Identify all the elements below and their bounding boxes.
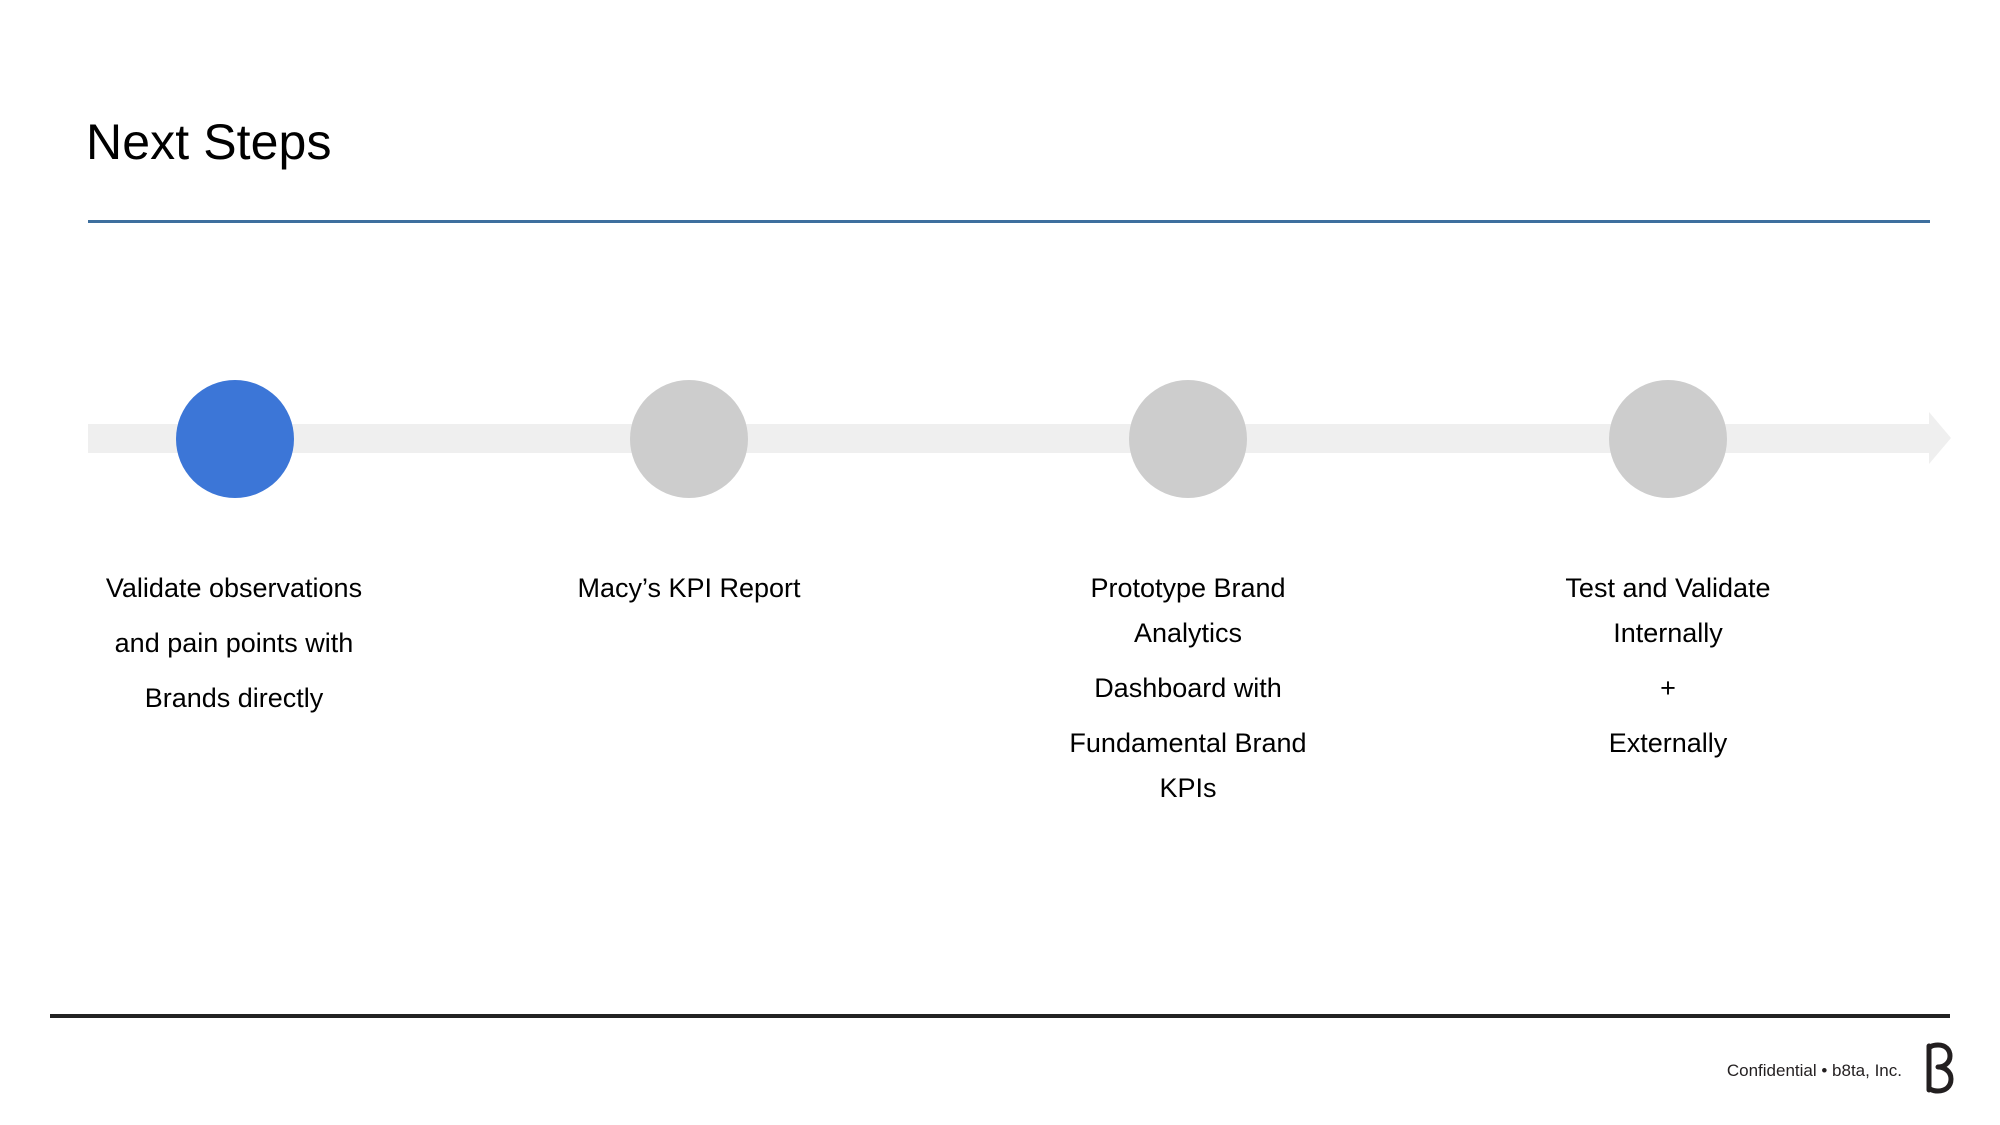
b8ta-logo-icon: [1916, 1042, 1962, 1094]
confidentiality-notice: Confidential • b8ta, Inc.: [1726, 1061, 1902, 1080]
footer-divider: [50, 1014, 1950, 1018]
title-divider: [88, 220, 1930, 223]
timeline-node-2[interactable]: [630, 380, 748, 498]
timeline-node-4[interactable]: [1609, 380, 1727, 498]
timeline-arrow-head-icon: [1929, 412, 1951, 464]
step-3-line-1: Prototype Brand: [1090, 573, 1286, 603]
step-1-line-2: and pain points with: [114, 628, 354, 658]
timeline-step-label-1: Validate observations and pain points wi…: [55, 566, 413, 721]
step-4-line-4: Externally: [1608, 728, 1728, 758]
step-4-line-2: Internally: [1613, 618, 1723, 648]
step-4-line-3: +: [1660, 673, 1676, 703]
timeline-node-3[interactable]: [1129, 380, 1247, 498]
step-1-line-1: Validate observations: [105, 573, 363, 603]
timeline-track: [88, 424, 1930, 453]
step-3-line-5: KPIs: [1159, 773, 1217, 803]
step-3-line-3: Dashboard with: [1094, 673, 1282, 703]
step-3-line-4: Fundamental Brand: [1069, 728, 1307, 758]
timeline-step-label-4: Test and Validate Internally + Externall…: [1489, 566, 1847, 766]
step-3-line-2: Analytics: [1133, 618, 1243, 648]
timeline-step-label-3: Prototype Brand Analytics Dashboard with…: [1009, 566, 1367, 811]
step-1-line-3: Brands directly: [144, 683, 324, 713]
step-4-line-1: Test and Validate: [1565, 573, 1771, 603]
step-2-line-1: Macy’s KPI Report: [577, 573, 801, 603]
timeline-node-1[interactable]: [176, 380, 294, 498]
timeline-step-label-2: Macy’s KPI Report: [510, 566, 868, 611]
page-title: Next Steps: [86, 114, 332, 170]
